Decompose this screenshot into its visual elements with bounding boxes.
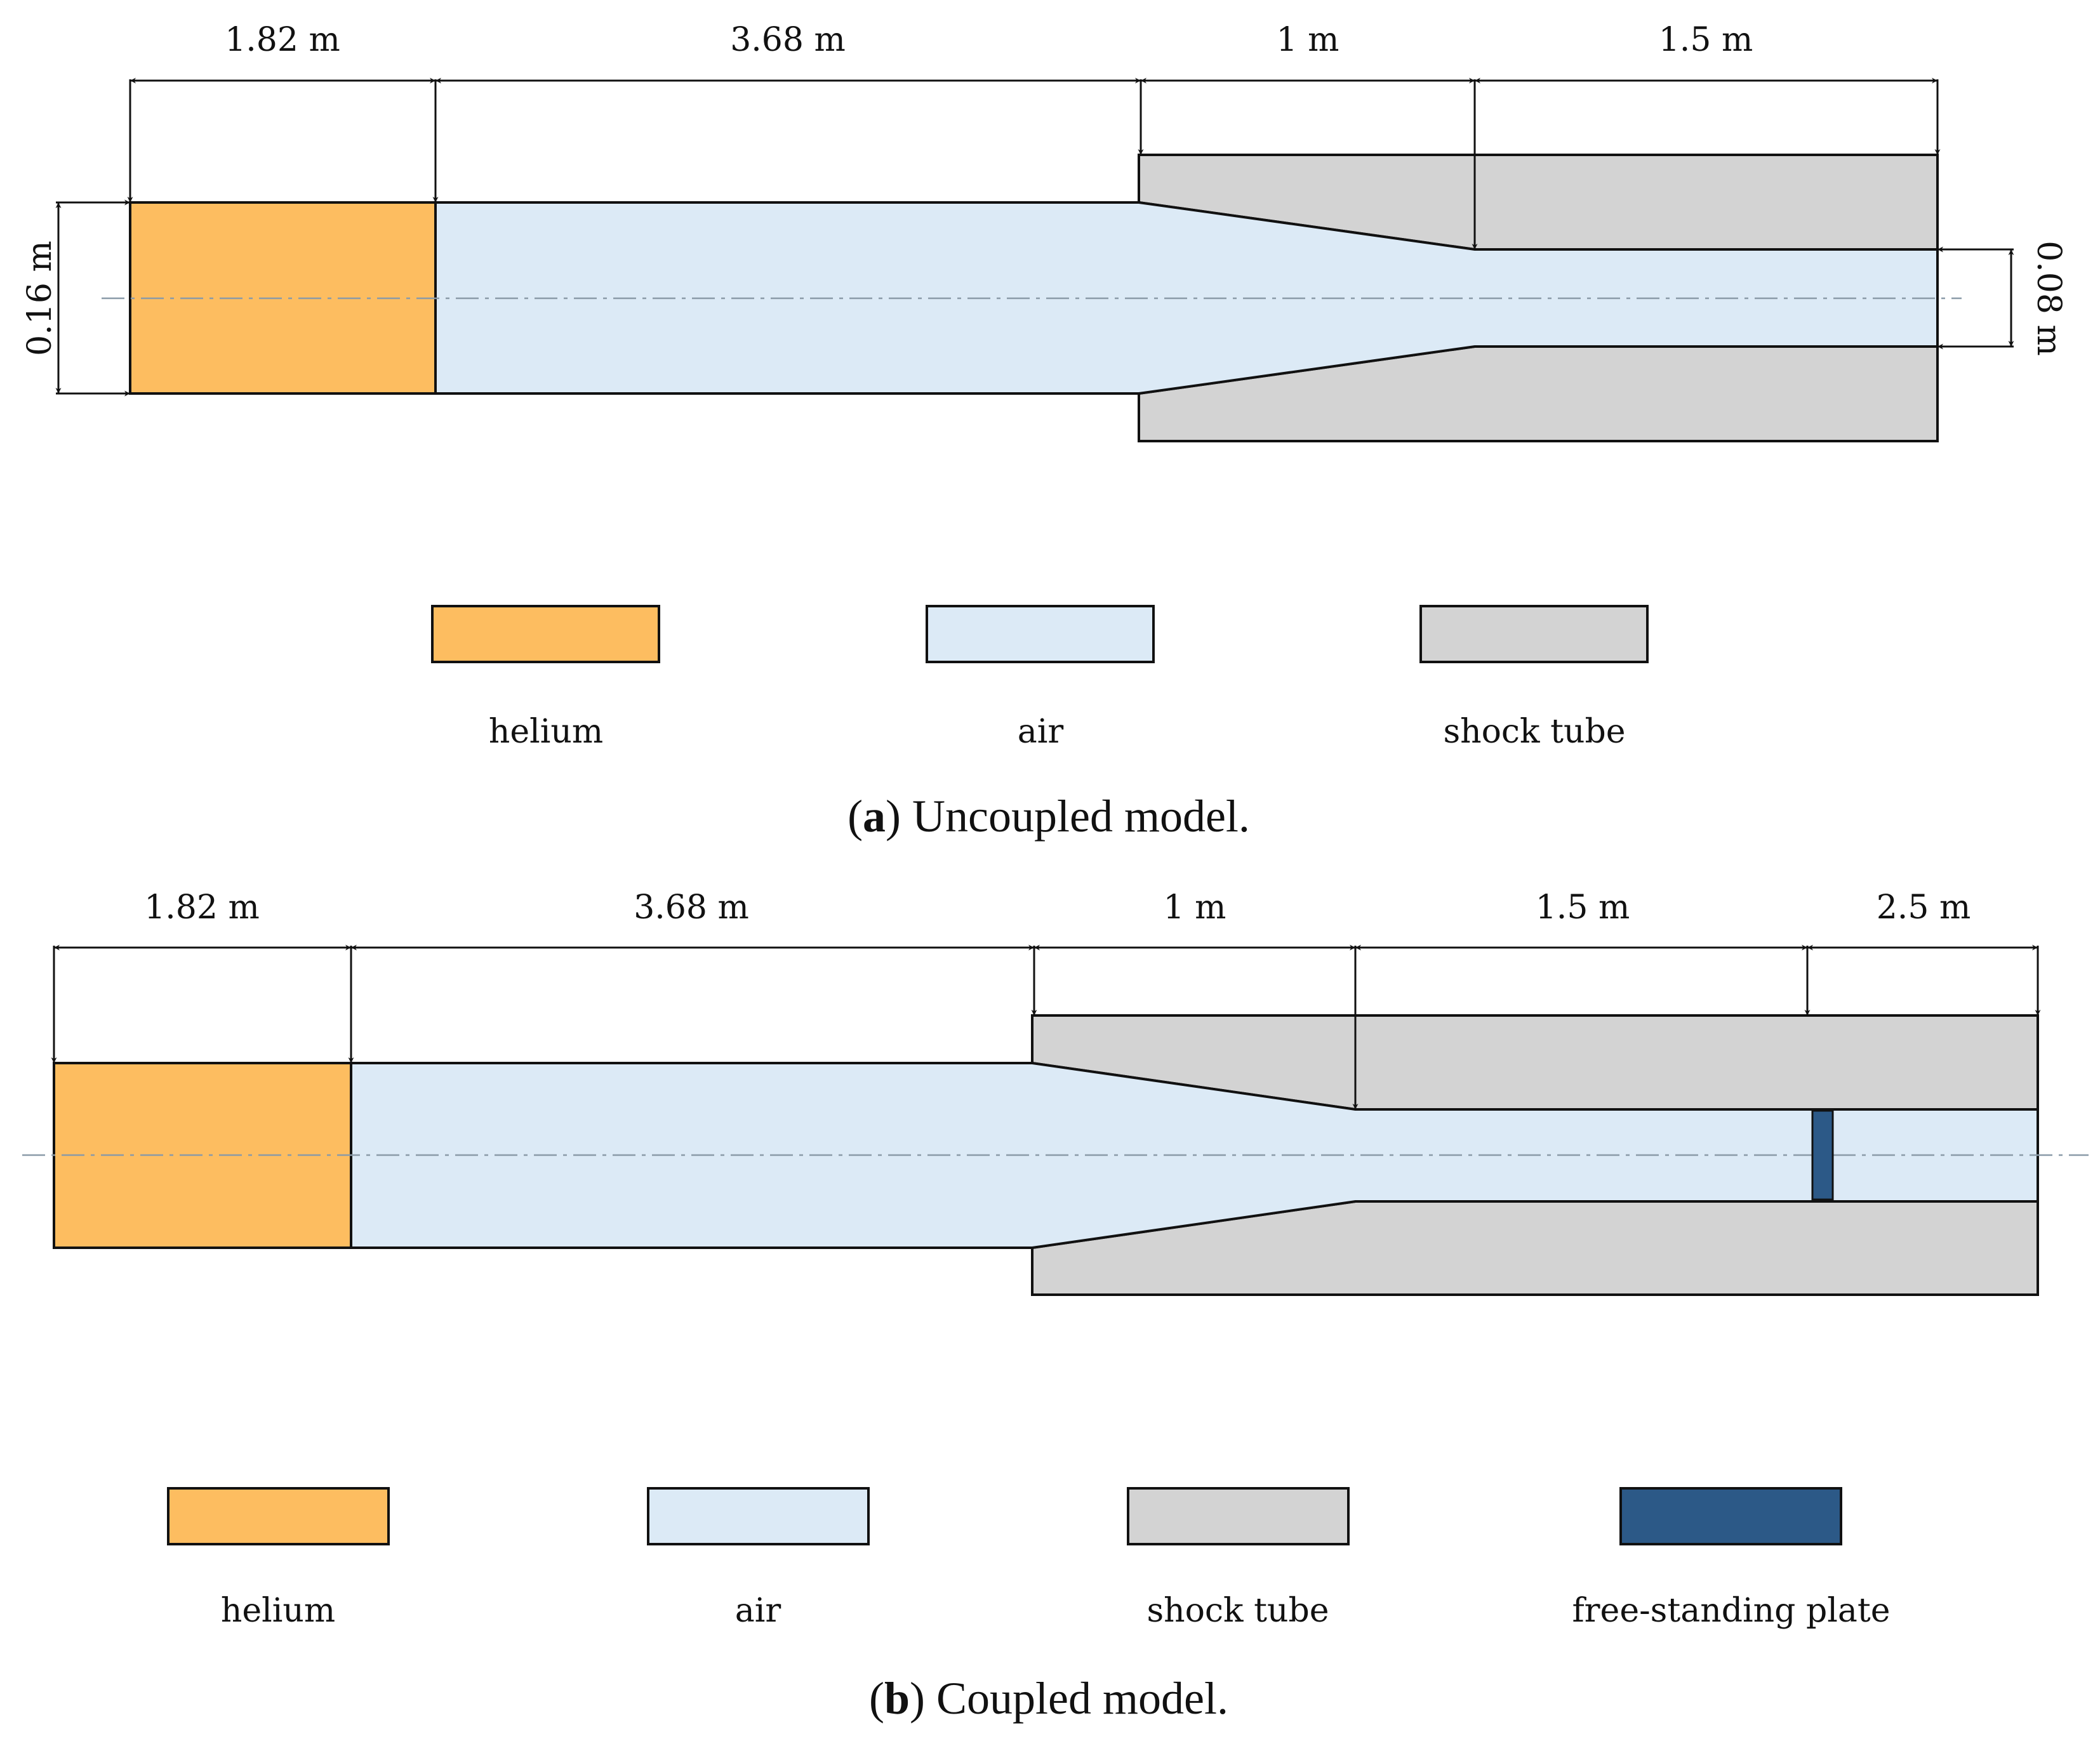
caption-b-text: Coupled model. — [936, 1673, 1228, 1724]
legend-b-swatch-helium — [167, 1487, 390, 1545]
legend-b-label-air: air — [735, 1592, 781, 1630]
caption-a-text: Uncoupled model. — [912, 791, 1250, 842]
panel-b-legend: helium air shock tube free-standing plat… — [167, 1487, 1891, 1630]
dim-a-3: 1 m — [1277, 21, 1339, 59]
legend-b-label-plate: free-standing plate — [1572, 1592, 1890, 1630]
legend-b-swatch-plate — [1619, 1487, 1842, 1545]
dim-a-height-left: 0.16 m — [21, 241, 59, 356]
dim-b-4: 1.5 m — [1536, 889, 1630, 927]
dim-a-height-right: 0.08 m — [2030, 241, 2068, 356]
panel-b-diagram: 1.82 m 3.68 m 1 m 1.5 m 2.5 m — [22, 889, 2089, 1296]
caption-b: (b) Coupled model. — [869, 1673, 1228, 1724]
dim-b-3: 1 m — [1164, 889, 1226, 927]
legend-a-label-tube: shock tube — [1443, 713, 1625, 751]
panel-a-diagram: 1.82 m 3.68 m 1 m 1.5 m 0.16 m 0.08 m — [21, 21, 2068, 442]
legend-a-swatch-helium — [431, 605, 660, 663]
legend-b-label-tube: shock tube — [1146, 1592, 1329, 1630]
right-height-dimension — [1937, 246, 2014, 350]
dim-a-4: 1.5 m — [1659, 21, 1753, 59]
free-standing-plate — [1811, 1109, 1834, 1201]
legend-b-label-helium: helium — [221, 1592, 335, 1630]
legend-a-label-air: air — [1018, 713, 1064, 751]
caption-b-letter: b — [884, 1673, 910, 1724]
dim-b-2: 3.68 m — [634, 889, 749, 927]
legend-b-swatch-tube — [1127, 1487, 1350, 1545]
legend-b-swatch-air — [647, 1487, 870, 1545]
extension-lines — [127, 79, 1941, 249]
caption-a-letter: a — [863, 791, 886, 842]
extension-lines-b — [51, 946, 2041, 1109]
dim-a-2: 3.68 m — [730, 21, 846, 59]
caption-a: (a) Uncoupled model. — [847, 791, 1250, 842]
left-height-dimension — [55, 199, 130, 397]
dim-b-1: 1.82 m — [144, 889, 260, 927]
legend-a-swatch-tube — [1419, 605, 1649, 663]
legend-a-label-helium: helium — [489, 713, 603, 751]
panel-a-legend: helium air shock tube — [431, 605, 1649, 751]
dim-b-5: 2.5 m — [1877, 889, 1971, 927]
legend-a-swatch-air — [926, 605, 1155, 663]
dim-a-1: 1.82 m — [225, 21, 340, 59]
